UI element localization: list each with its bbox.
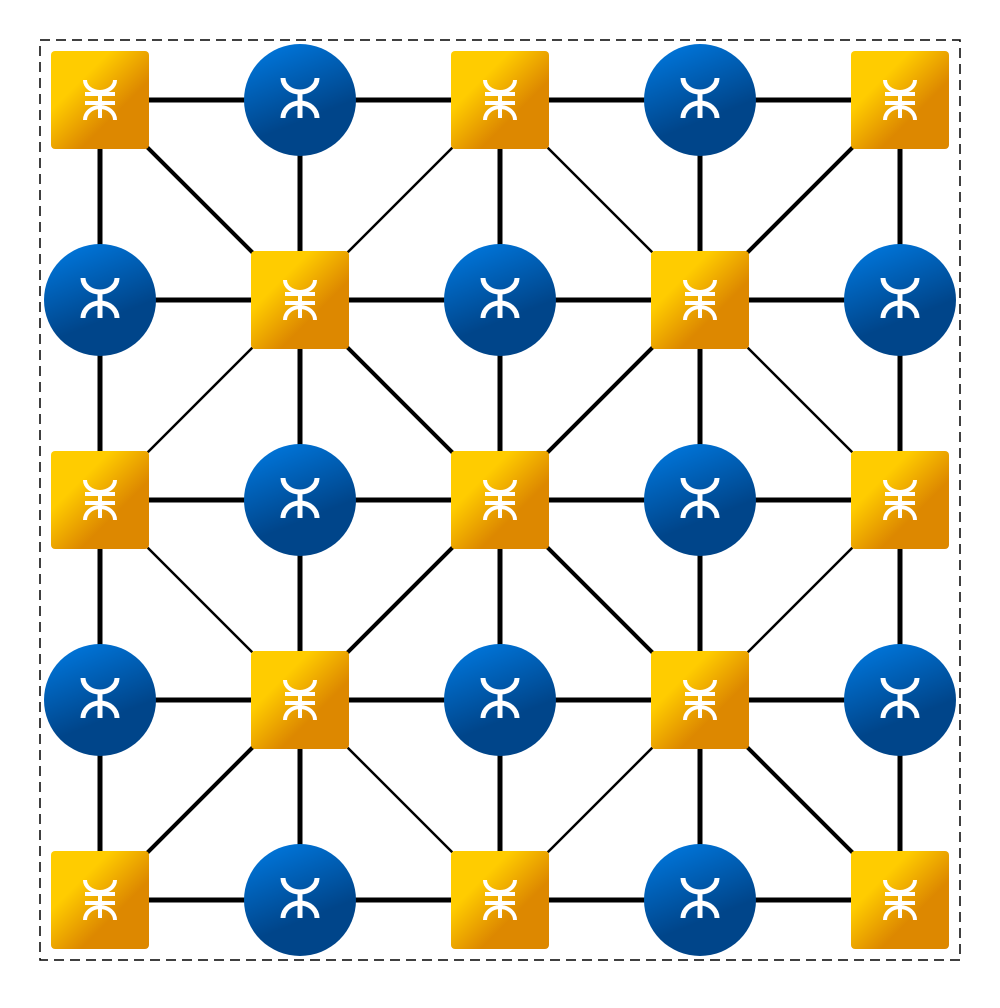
circle-node[interactable]: [44, 244, 156, 356]
tifinagh-yaz-icon: [280, 477, 320, 519]
square-node[interactable]: [251, 251, 349, 349]
tifinagh-yaz-icon: [880, 277, 920, 319]
tifinagh-yaz-icon: [483, 879, 517, 921]
tifinagh-yaz-icon: [280, 877, 320, 919]
tifinagh-yaz-icon: [83, 79, 117, 121]
tifinagh-yaz-icon: [683, 279, 717, 321]
tifinagh-yaz-icon: [680, 477, 720, 519]
tifinagh-yaz-icon: [80, 677, 120, 719]
square-node[interactable]: [451, 51, 549, 149]
dashed-border: [39, 39, 961, 961]
nodes: [44, 44, 956, 956]
tifinagh-yaz-icon: [283, 279, 317, 321]
tifinagh-yaz-icon: [83, 879, 117, 921]
tifinagh-yaz-icon: [483, 79, 517, 121]
tifinagh-yaz-icon: [880, 677, 920, 719]
square-node[interactable]: [651, 251, 749, 349]
square-node[interactable]: [851, 451, 949, 549]
circle-node[interactable]: [244, 444, 356, 556]
tifinagh-yaz-icon: [883, 879, 917, 921]
circle-node[interactable]: [844, 644, 956, 756]
circle-node[interactable]: [244, 44, 356, 156]
tifinagh-yaz-icon: [283, 679, 317, 721]
circle-node[interactable]: [644, 44, 756, 156]
circle-node[interactable]: [44, 644, 156, 756]
circle-node[interactable]: [244, 844, 356, 956]
tifinagh-yaz-icon: [83, 479, 117, 521]
tifinagh-yaz-icon: [483, 479, 517, 521]
tifinagh-yaz-icon: [480, 677, 520, 719]
square-node[interactable]: [51, 851, 149, 949]
square-node[interactable]: [851, 851, 949, 949]
tifinagh-yaz-icon: [680, 77, 720, 119]
circle-node[interactable]: [444, 644, 556, 756]
square-node[interactable]: [251, 651, 349, 749]
square-node[interactable]: [651, 651, 749, 749]
square-node[interactable]: [51, 451, 149, 549]
square-node[interactable]: [451, 851, 549, 949]
tifinagh-yaz-icon: [80, 277, 120, 319]
tifinagh-yaz-icon: [480, 277, 520, 319]
tifinagh-yaz-icon: [883, 79, 917, 121]
circle-node[interactable]: [644, 844, 756, 956]
square-node[interactable]: [51, 51, 149, 149]
circle-node[interactable]: [444, 244, 556, 356]
circle-node[interactable]: [844, 244, 956, 356]
circle-node[interactable]: [644, 444, 756, 556]
tifinagh-yaz-icon: [883, 479, 917, 521]
tifinagh-yaz-icon: [680, 877, 720, 919]
tifinagh-yaz-icon: [683, 679, 717, 721]
square-node[interactable]: [851, 51, 949, 149]
square-node[interactable]: [451, 451, 549, 549]
tifinagh-yaz-icon: [280, 77, 320, 119]
